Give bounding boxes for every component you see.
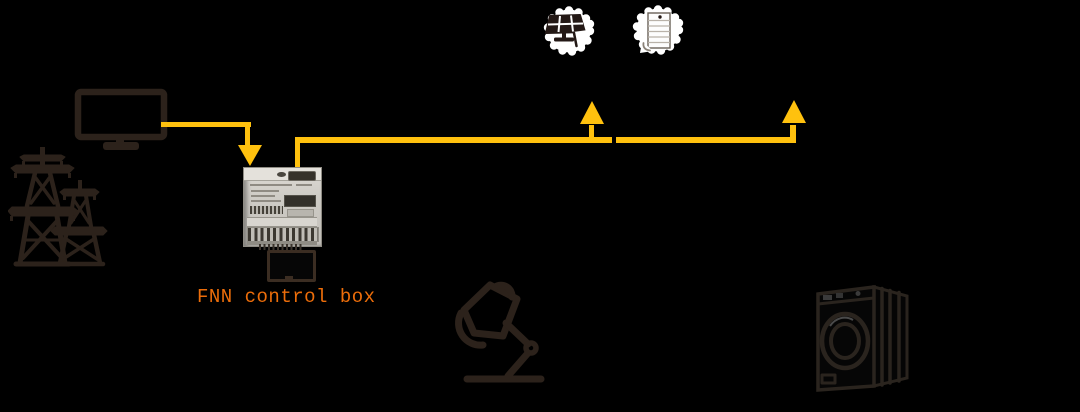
device-text-line [251,190,279,192]
washing-machine-icon [816,285,909,392]
device-text-line [296,184,312,186]
storage-cabinet-badge-icon [632,5,684,55]
device-pins [259,244,303,250]
down-arrowhead-icon [238,145,262,166]
fnn-control-box-device [243,167,322,247]
connector-segment [589,125,594,138]
device-barcode [250,206,283,214]
transmission-towers-icon [8,147,108,267]
small-monitor-stand [285,276,293,279]
desk-lamp-icon [455,281,545,383]
connector-segment [616,137,796,143]
monitor-stand-base [103,142,139,150]
connector-segment [790,125,796,138]
grid-monitor-icon [74,88,168,141]
device-strip [247,217,317,227]
connector-segment [245,122,250,146]
small-monitor-base [280,279,298,282]
device-display [284,195,316,207]
device-sublabel [287,209,314,217]
monitor-stand-neck [116,139,124,143]
device-bottom-edge [247,241,317,245]
connector-segment [295,137,612,143]
device-terminal-strip [247,227,319,242]
up-arrowhead-icon [782,100,806,123]
device-top-slot [288,171,316,181]
device-text-line [251,200,281,202]
connector-segment [295,140,300,172]
up-arrowhead-icon [580,101,604,124]
connector-segment [161,122,251,127]
device-top-hole [277,172,286,177]
solar-panel-badge-icon [543,6,595,56]
fnn-control-box-label: FNN control box [197,286,376,308]
device-text-line [250,184,292,186]
device-text-line [251,195,275,197]
